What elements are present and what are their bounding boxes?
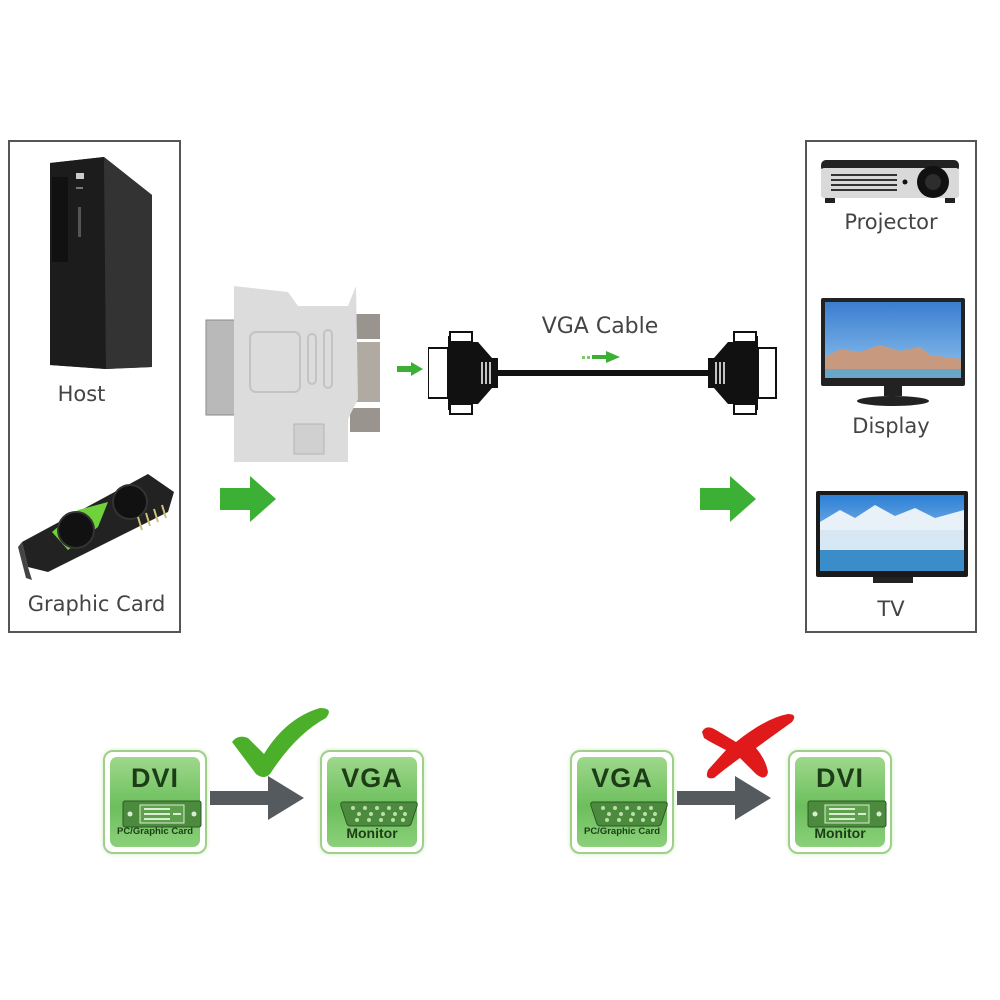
small-arrow-icon [397, 362, 423, 376]
display-label: Display [852, 414, 930, 438]
vga-port-icon [340, 801, 418, 827]
vga-cable-icon [428, 331, 777, 415]
source-panel: Host Graphic Card [8, 140, 181, 633]
vga-target-badge: VGA Monitor [320, 750, 424, 854]
badge-title: DVI [815, 763, 864, 793]
vga-port-icon [590, 801, 668, 827]
badge-subtitle: PC/Graphic Card [116, 826, 194, 837]
dvi-port-icon [807, 800, 887, 828]
badge-title: VGA [341, 763, 403, 793]
tv-icon [816, 491, 968, 583]
vga-source-badge: VGA PC/Graphic Card [570, 750, 674, 854]
direction-arrow-icon [210, 776, 304, 820]
projector-label: Projector [844, 210, 938, 234]
dvi-target-badge: DVI Monitor [788, 750, 892, 854]
host-label: Host [57, 382, 106, 406]
badge-subtitle: Monitor [346, 825, 398, 841]
monitor-icon [821, 298, 965, 406]
dotted-arrow-icon [582, 351, 620, 363]
badge-title: DVI [130, 763, 179, 793]
graphic-card-label: Graphic Card [27, 592, 166, 616]
projector-icon [821, 160, 959, 203]
vga-cable-label: VGA Cable [541, 314, 659, 339]
tv-label: TV [877, 597, 905, 621]
flow-arrow-icon [700, 476, 756, 522]
badge-title: VGA [591, 763, 653, 793]
target-panel: Projector Display TV [805, 140, 977, 633]
desktop-tower-icon [50, 157, 152, 369]
badge-subtitle: Monitor [814, 825, 866, 841]
badge-subtitle: PC/Graphic Card [583, 826, 661, 837]
check-icon [232, 708, 329, 777]
flow-arrow-icon [220, 476, 276, 522]
direction-arrow-icon [677, 776, 771, 820]
dvi-port-icon [122, 800, 202, 828]
dvi-source-badge: DVI PC/Graphic Card [103, 750, 207, 854]
cross-icon [702, 714, 795, 779]
graphics-card-icon [18, 474, 174, 580]
dvi-to-vga-adapter-icon [205, 286, 380, 462]
